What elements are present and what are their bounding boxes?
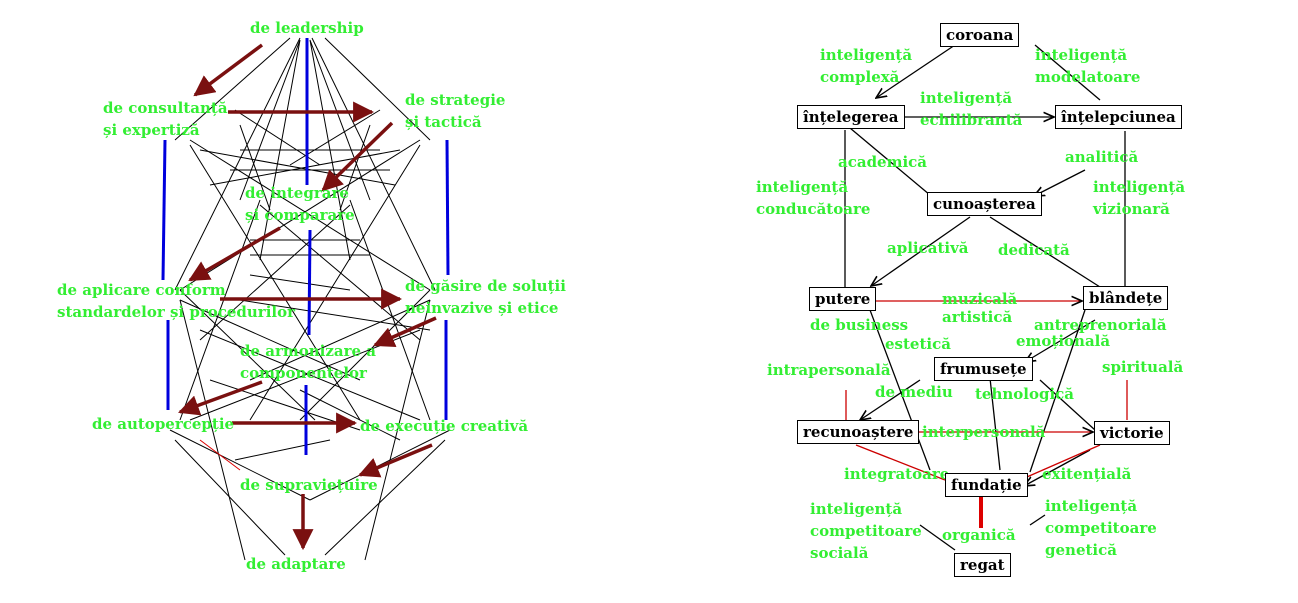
label-conducatoare: inteligență conducătoare xyxy=(756,176,870,220)
label-interpersonala: interpersonală xyxy=(922,423,1046,441)
label-complexa-line2: complexă xyxy=(820,68,900,86)
label-armonizare-line1: de armonizare a xyxy=(240,342,376,360)
label-modelatoare-line1: inteligență xyxy=(1035,46,1128,64)
label-comp-sociala-line3: socială xyxy=(810,544,869,562)
label-gasire: de găsire de soluții neinvazive și etice xyxy=(405,275,566,319)
right-black-edges xyxy=(844,44,1126,551)
node-cunoasterea: cunoașterea xyxy=(927,192,1042,216)
label-vizionara-line1: inteligență xyxy=(1093,178,1186,196)
label-comp-genetica: inteligență competitoare genetică xyxy=(1045,495,1157,561)
label-vizionara: inteligență vizionară xyxy=(1093,176,1185,220)
label-tehnologica: tehnologică xyxy=(975,385,1075,403)
node-recunoastere: recunoaștere xyxy=(797,420,920,444)
label-consultanta-line1: de consultanță xyxy=(103,99,228,117)
label-comp-sociala-line1: inteligență xyxy=(810,500,903,518)
label-complexa-line1: inteligență xyxy=(820,46,913,64)
label-consultanta: de consultanță și expertiză xyxy=(103,97,228,141)
label-strategie-line2: și tactică xyxy=(405,113,482,131)
node-victorie: victorie xyxy=(1094,421,1170,445)
label-modelatoare: inteligență modelatoare xyxy=(1035,44,1140,88)
label-spirituala: spirituală xyxy=(1102,358,1184,376)
label-gasire-line1: de găsire de soluții xyxy=(405,277,566,295)
node-regat: regat xyxy=(954,553,1011,577)
label-leadership: de leadership xyxy=(250,19,364,37)
label-aplicare: de aplicare conform standardelor și proc… xyxy=(57,279,295,323)
left-black-lattice xyxy=(169,37,451,561)
label-autopercepție: de autopercepție xyxy=(92,415,235,433)
left-dark-red-arrows xyxy=(178,43,437,551)
label-estetica: estetică xyxy=(885,335,951,353)
label-muzicala-line2: artistică xyxy=(942,308,1013,326)
node-fundatie: fundație xyxy=(945,473,1028,497)
label-aplicare-line2: standardelor și procedurilor xyxy=(57,303,296,321)
label-comp-genetica-line2: competitoare xyxy=(1045,519,1157,537)
label-integratoare: integratoare xyxy=(844,465,950,483)
label-comp-sociala: inteligență competitoare socială xyxy=(810,498,922,564)
label-echilibranta-line1: inteligență xyxy=(920,89,1013,107)
label-gasire-line2: neinvazive și etice xyxy=(405,299,559,317)
label-consultanta-line2: și expertiză xyxy=(103,121,200,139)
label-conducatoare-line1: inteligență xyxy=(756,178,849,196)
label-echilibranta: inteligență echilibrantă xyxy=(920,87,1022,131)
node-blandete: blândețe xyxy=(1083,286,1169,310)
label-complexa: inteligență complexă xyxy=(820,44,912,88)
node-intelepciunea: înțelepciunea xyxy=(1055,105,1182,129)
label-supravietuire: de supraviețuire xyxy=(240,476,378,494)
label-business: de business xyxy=(810,316,909,334)
label-aplicare-line1: de aplicare conform xyxy=(57,281,226,299)
node-intelegerea: înțelegerea xyxy=(797,105,905,129)
label-armonizare-line2: componentelor xyxy=(240,364,367,382)
label-integrare-line2: și comparare xyxy=(245,206,355,224)
label-emotionala: emoțională xyxy=(1016,332,1111,350)
label-academica: academică xyxy=(838,153,928,171)
label-vizionara-line2: vizionară xyxy=(1093,200,1170,218)
label-integrare: de integrare și comparare xyxy=(245,182,355,226)
label-antreprenoriala: antreprenorială xyxy=(1034,316,1167,334)
right-red-edges xyxy=(845,301,1128,481)
label-intrapersonala: intrapersonală xyxy=(767,361,891,379)
label-armonizare: de armonizare a componentelor xyxy=(240,340,376,384)
label-muzicala: muzicală artistică xyxy=(942,290,1017,326)
label-dedicata: dedicată xyxy=(998,241,1070,259)
node-coroana: coroana xyxy=(940,23,1020,47)
label-mediu: de mediu xyxy=(875,383,953,401)
label-strategie-line1: de strategie xyxy=(405,91,506,109)
label-modelatoare-line2: modelatoare xyxy=(1035,68,1141,86)
label-comp-sociala-line2: competitoare xyxy=(810,522,922,540)
label-muzicala-line1: muzicală xyxy=(942,290,1018,308)
label-comp-genetica-line3: genetică xyxy=(1045,541,1117,559)
label-analitica: analitică xyxy=(1065,148,1139,166)
label-conducatoare-line2: conducătoare xyxy=(756,200,871,218)
label-adaptare: de adaptare xyxy=(246,555,346,573)
node-putere: putere xyxy=(809,287,877,311)
label-comp-genetica-line1: inteligență xyxy=(1045,497,1138,515)
label-integrare-line1: de integrare xyxy=(245,184,349,202)
label-organica: organică xyxy=(942,526,1016,544)
label-executie: de execuție creativă xyxy=(360,417,529,435)
node-frumusete: frumusețe xyxy=(934,357,1033,381)
label-echilibranta-line2: echilibrantă xyxy=(920,111,1023,129)
label-aplicativa: aplicativă xyxy=(887,239,969,257)
label-strategie: de strategie și tactică xyxy=(405,89,505,133)
label-existentiala: exitențială xyxy=(1042,465,1132,483)
left-blue-lines xyxy=(161,38,450,455)
